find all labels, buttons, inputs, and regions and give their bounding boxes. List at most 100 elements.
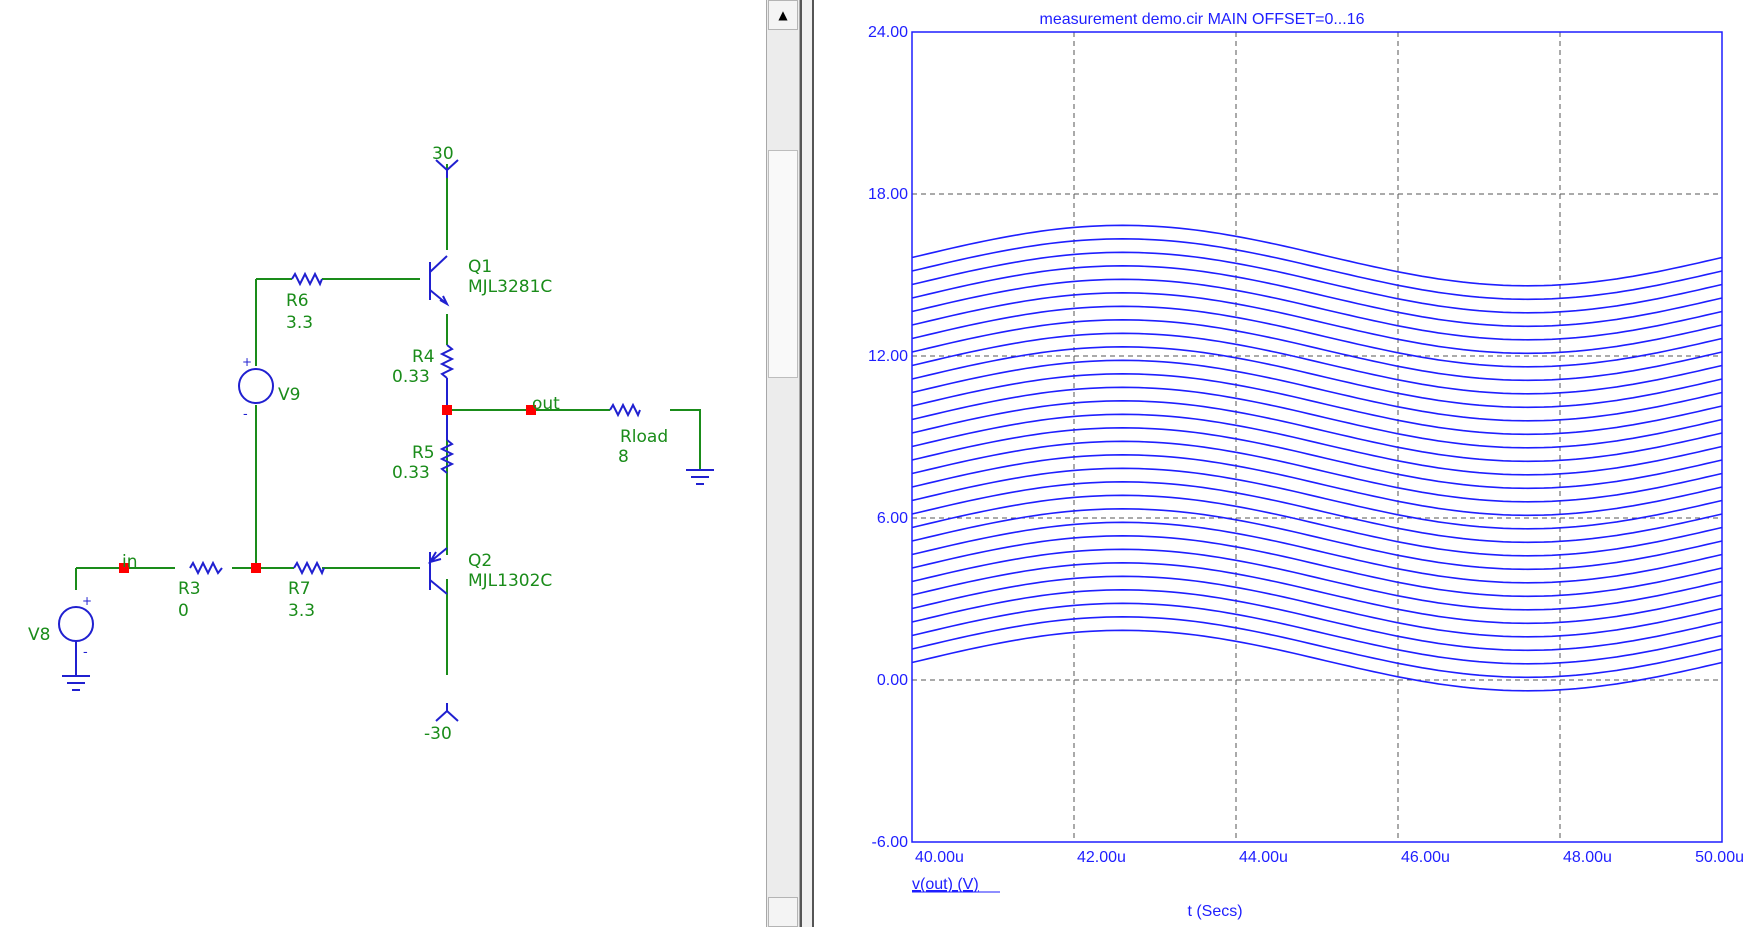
r6-resistor bbox=[291, 271, 323, 287]
scroll-down-button[interactable] bbox=[768, 897, 798, 927]
x-tick-label: 42.00u bbox=[1077, 849, 1126, 866]
x-tick-label: 48.00u bbox=[1563, 849, 1612, 866]
waveform-curve bbox=[911, 548, 1723, 611]
waveform-curves bbox=[911, 224, 1723, 692]
y-axis-ticks: 24.00 18.00 12.00 6.00 0.00 -6.00 bbox=[868, 24, 908, 851]
rload-value: 8 bbox=[618, 447, 629, 467]
waveform-curve bbox=[911, 426, 1723, 490]
v8-name: V8 bbox=[28, 625, 50, 645]
r5-value: 0.33 bbox=[392, 463, 430, 483]
waveform-curve bbox=[911, 345, 1723, 409]
waveform-curve bbox=[911, 480, 1723, 544]
splitter-bar[interactable] bbox=[800, 0, 814, 927]
waveform-curve bbox=[911, 291, 1723, 355]
waveform-curve bbox=[911, 629, 1723, 692]
v8-plus: + bbox=[82, 594, 92, 608]
v9-minus: - bbox=[243, 407, 248, 422]
q1-transistor bbox=[429, 255, 450, 307]
rload-resistor bbox=[609, 402, 641, 418]
node-in-label: in bbox=[122, 552, 138, 572]
x-tick-label: 40.00u bbox=[915, 849, 964, 866]
y-tick-label: -6.00 bbox=[872, 834, 909, 851]
r7-name: R7 bbox=[288, 579, 311, 599]
waveform-curve bbox=[911, 224, 1723, 287]
waveform-curve bbox=[911, 386, 1723, 449]
r7-resistor bbox=[293, 560, 325, 576]
waveform-curve bbox=[911, 602, 1723, 665]
waveform-curve bbox=[911, 399, 1723, 463]
waveform-curve bbox=[911, 237, 1723, 301]
q1-name: Q1 bbox=[468, 257, 492, 277]
q2-name: Q2 bbox=[468, 551, 492, 571]
q2-model: MJL1302C bbox=[468, 571, 552, 591]
waveform-curve bbox=[911, 318, 1723, 382]
v8-ground-icon bbox=[62, 675, 90, 691]
v9-plus: + bbox=[242, 355, 252, 369]
waveform-curve bbox=[911, 534, 1723, 598]
v9-name: V9 bbox=[278, 385, 300, 405]
r7-value: 3.3 bbox=[288, 601, 315, 621]
rload-name: Rload bbox=[620, 427, 668, 447]
waveform-curve bbox=[911, 507, 1723, 571]
rload-ground-icon bbox=[686, 469, 714, 485]
q2-transistor bbox=[427, 547, 448, 595]
chart-title: measurement demo.cir MAIN OFFSET=0...16 bbox=[1040, 11, 1365, 28]
y-tick-label: 24.00 bbox=[868, 24, 908, 41]
plot-grid bbox=[912, 32, 1722, 842]
waveform-curve bbox=[911, 575, 1723, 638]
r6-value: 3.3 bbox=[286, 313, 313, 333]
supply-pos-label: 30 bbox=[432, 144, 454, 164]
waveform-curve bbox=[911, 615, 1723, 679]
r6-name: R6 bbox=[286, 291, 309, 311]
components bbox=[58, 159, 714, 722]
x-tick-label: 44.00u bbox=[1239, 849, 1288, 866]
waveform-curve bbox=[911, 588, 1723, 652]
r3-name: R3 bbox=[178, 579, 201, 599]
waveform-curve bbox=[911, 561, 1723, 625]
r4-name: R4 bbox=[412, 347, 435, 367]
waveform-curve bbox=[911, 372, 1723, 436]
r3-resistor bbox=[189, 560, 223, 576]
r3-value: 0 bbox=[178, 601, 189, 621]
v9-source bbox=[238, 368, 274, 404]
plot-window[interactable]: measurement demo.cir MAIN OFFSET=0...16 … bbox=[814, 0, 1744, 927]
x-axis-label: t (Secs) bbox=[1187, 903, 1242, 920]
nodes bbox=[119, 405, 536, 573]
vertical-scrollbar[interactable]: ▲ bbox=[766, 0, 800, 927]
wires bbox=[75, 164, 701, 675]
x-tick-label: 46.00u bbox=[1401, 849, 1450, 866]
scroll-thumb[interactable] bbox=[768, 150, 798, 378]
q1-model: MJL3281C bbox=[468, 277, 552, 297]
r5-name: R5 bbox=[412, 443, 435, 463]
y-tick-label: 6.00 bbox=[877, 510, 908, 527]
waveform-curve bbox=[911, 305, 1723, 368]
waveform-curve bbox=[911, 467, 1723, 530]
x-axis-ticks: 40.00u 42.00u 44.00u 46.00u 48.00u 50.00u bbox=[915, 849, 1744, 866]
x-tick-label: 50.00u bbox=[1695, 849, 1744, 866]
supply-pos-arrow bbox=[435, 159, 459, 178]
waveform-curve bbox=[911, 453, 1723, 517]
waveform-curve bbox=[911, 413, 1723, 476]
v8-minus: - bbox=[83, 645, 88, 660]
arrow-up-icon: ▲ bbox=[778, 8, 788, 22]
y-tick-label: 0.00 bbox=[877, 672, 908, 689]
waveform-curve bbox=[911, 278, 1723, 341]
waveform-curve bbox=[911, 332, 1723, 395]
schematic-canvas[interactable]: 30 -30 Q1 MJL3281C Q2 MJL1302C R6 3.3 R4… bbox=[0, 0, 768, 927]
waveform-curve bbox=[911, 440, 1723, 503]
v8-source bbox=[58, 606, 94, 642]
series-label[interactable]: v(out) (V) bbox=[912, 876, 979, 893]
r4-resistor bbox=[439, 344, 455, 379]
plot-frame bbox=[911, 31, 1723, 843]
y-tick-label: 12.00 bbox=[868, 348, 908, 365]
labels: 30 -30 Q1 MJL3281C Q2 MJL1302C R6 3.3 R4… bbox=[28, 144, 668, 744]
waveform-curve bbox=[911, 264, 1723, 328]
r5-resistor bbox=[439, 439, 455, 474]
waveform-curve bbox=[911, 521, 1723, 584]
waveform-curve bbox=[911, 359, 1723, 422]
waveform-curve bbox=[911, 251, 1723, 314]
supply-neg-label: -30 bbox=[424, 724, 452, 744]
y-tick-label: 18.00 bbox=[868, 186, 908, 203]
node-out-label: out bbox=[532, 394, 560, 414]
scroll-up-button[interactable]: ▲ bbox=[768, 0, 798, 30]
